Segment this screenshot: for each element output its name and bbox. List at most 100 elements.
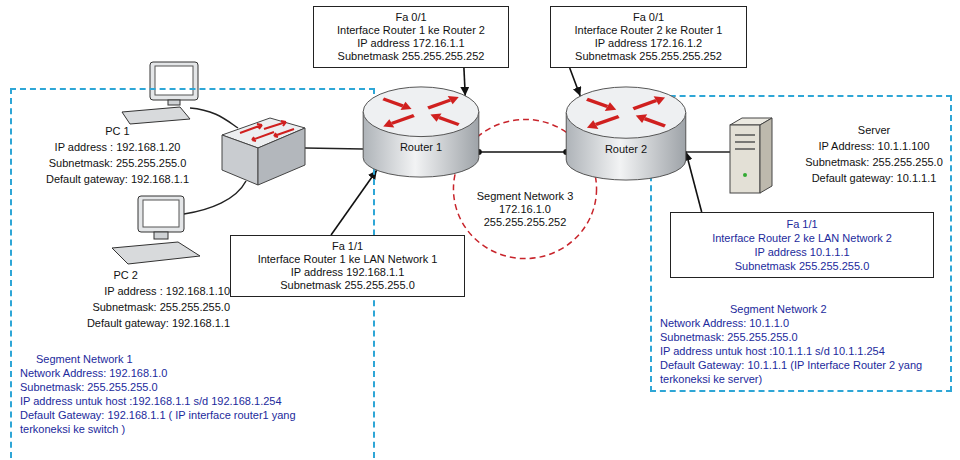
label-holder: IP address : 192.168.1.10	[40, 285, 230, 298]
device-setting: Default gateway: 10.1.1.1	[796, 172, 952, 185]
device-setting: Default gateway: 192.168.1.1	[40, 317, 230, 330]
device-setting: Subnetmask: 255.255.255.0	[40, 301, 230, 314]
pc-cable	[184, 181, 246, 214]
segment-note: Network Address: 192.168.1.0	[20, 366, 338, 380]
router: Router 2	[565, 86, 687, 181]
device-name: PC 2	[40, 269, 138, 282]
router-arrow-head	[587, 120, 598, 129]
network-segment: Segment Network 2Network Address: 10.1.1…	[650, 95, 952, 392]
router-arrow-head	[401, 102, 412, 110]
router-arrow-head	[654, 96, 665, 105]
device-setting: IP address : 192.168.1.10	[40, 285, 230, 298]
segment-note: IP address untuk host :10.1.1.1 s/d 10.1…	[660, 344, 946, 358]
segment-note: Subnetmask: 255.255.255.0	[20, 380, 338, 394]
switch-side	[258, 128, 305, 185]
segment-heading: Segment Network 2	[730, 302, 946, 316]
router: Router 1	[362, 86, 480, 178]
pc-monitor	[138, 196, 184, 232]
router-name: Router 2	[565, 143, 687, 156]
connector	[570, 68, 581, 96]
router-arrow-head	[605, 102, 616, 111]
router-arrow-shaft	[587, 99, 607, 106]
router-arrow-shaft	[633, 101, 656, 109]
connector	[479, 151, 566, 153]
segment-note: Default Gateway: 10.1.1.1 (IP Interface …	[660, 358, 946, 386]
device-setting: Subnetmask: 255.255.255.0	[30, 157, 205, 170]
callout-text: Interface Router 2 ke LAN Network 2	[679, 231, 925, 245]
device-setting: IP address : 192.168.1.20	[30, 141, 205, 154]
connector	[686, 152, 702, 212]
pc-cable	[190, 108, 238, 128]
label-holder: Default gateway: 192.168.1.1	[30, 173, 205, 186]
pc-keyboard	[122, 107, 190, 124]
segment-text-holder: Segment Network 3172.16.1.0255.255.255.2…	[452, 190, 598, 229]
router-label-holder: Router 2	[565, 143, 687, 156]
segment-heading: Segment Network 3	[452, 190, 598, 203]
segment-note: Network Address: 10.1.1.0	[660, 316, 946, 330]
interface-callout: Fa 0/1Interface Router 2 ke Router 1IP a…	[550, 6, 747, 68]
callout-text: Subnetmask 255.255.255.252	[559, 50, 738, 63]
router-symbol	[362, 86, 480, 178]
device-name: PC 1	[30, 125, 205, 138]
router-arrow-shaft	[439, 118, 459, 125]
label-holder: Default gateway: 10.1.1.1	[796, 172, 952, 185]
switch-front	[222, 135, 258, 185]
callout-text: IP address 10.1.1.1	[679, 245, 925, 259]
device-setting: IP Address: 10.1.1.100	[796, 140, 952, 153]
router-arrow-head	[383, 119, 394, 127]
callout-text: Interface Router 2 ke Router 1	[559, 24, 738, 37]
router-arrow-shaft	[645, 119, 665, 126]
router-arrow-shaft	[392, 115, 414, 123]
segment-note: Subnetmask: 255.255.255.0	[660, 330, 946, 344]
pc-screen	[155, 66, 193, 95]
switch-arrows	[240, 121, 294, 141]
segment-value: 255.255.255.252	[452, 216, 598, 229]
router-arrow-head	[430, 113, 441, 121]
callout-text: Fa 1/1	[679, 217, 925, 231]
pc-stand	[168, 100, 180, 105]
callout-text: Fa 1/1	[239, 240, 456, 253]
server-front	[730, 125, 760, 193]
callout-text: Interface Router 1 ke Router 2	[322, 24, 500, 37]
interface-callout: Fa 1/1Interface Router 2 ke LAN Network …	[670, 212, 934, 278]
callout-text: IP address 172.16.1.2	[559, 37, 738, 50]
label-holder: Subnetmask: 255.255.255.0	[796, 156, 952, 169]
segment-heading: Segment Network 1	[36, 352, 338, 366]
connector	[331, 170, 377, 235]
pc-keyboard	[112, 242, 200, 264]
router-name: Router 1	[362, 141, 480, 154]
callout-text: Interface Router 1 ke LAN Network 1	[239, 253, 456, 266]
router-top	[363, 87, 479, 137]
label-holder: Default gateway: 192.168.1.1	[40, 317, 230, 330]
callout-text: IP address 192.168.1.1	[239, 266, 456, 279]
segment-value: 172.16.1.0	[452, 203, 598, 216]
server-slots	[735, 135, 755, 149]
device-setting: Subnetmask: 255.255.255.0	[796, 156, 952, 169]
label-holder: PC 2	[40, 269, 230, 282]
router-top	[566, 87, 686, 138]
connector	[464, 68, 465, 96]
callout-text: IP address 172.16.1.1	[322, 37, 500, 50]
label-holder: IP address : 192.168.1.20	[30, 141, 205, 154]
server-side	[760, 118, 772, 193]
callout-text: Subnetmask 255.255.255.252	[322, 50, 500, 63]
label-holder: IP Address: 10.1.1.100	[796, 140, 952, 153]
server-led	[743, 173, 747, 177]
callout-text: Fa 0/1	[322, 11, 500, 24]
router-symbol	[565, 86, 687, 181]
interface-callout: Fa 1/1Interface Router 1 ke LAN Network …	[230, 235, 465, 297]
segment-note: IP address untuk host :192.168.1.1 s/d 1…	[20, 394, 338, 408]
segment-notes: Segment Network 2Network Address: 10.1.1…	[660, 302, 946, 386]
interface-callout: Fa 0/1Interface Router 1 ke Router 2IP a…	[313, 6, 509, 68]
router-arrow-head	[636, 114, 647, 123]
label-holder: Subnetmask: 255.255.255.0	[30, 157, 205, 170]
callout-text: Subnetmask 255.255.255.0	[679, 259, 925, 273]
device-name: Server	[796, 124, 952, 137]
device-setting: Default gateway: 192.168.1.1	[30, 173, 205, 186]
label-holder: Subnetmask: 255.255.255.0	[40, 301, 230, 314]
router-arrow-shaft	[596, 116, 619, 124]
segment-note: Default Gateway: 192.168.1.1 ( IP interf…	[20, 408, 338, 436]
dashed-ellipse	[453, 119, 596, 258]
pc-monitor	[150, 62, 198, 100]
switch-cable	[305, 148, 363, 149]
